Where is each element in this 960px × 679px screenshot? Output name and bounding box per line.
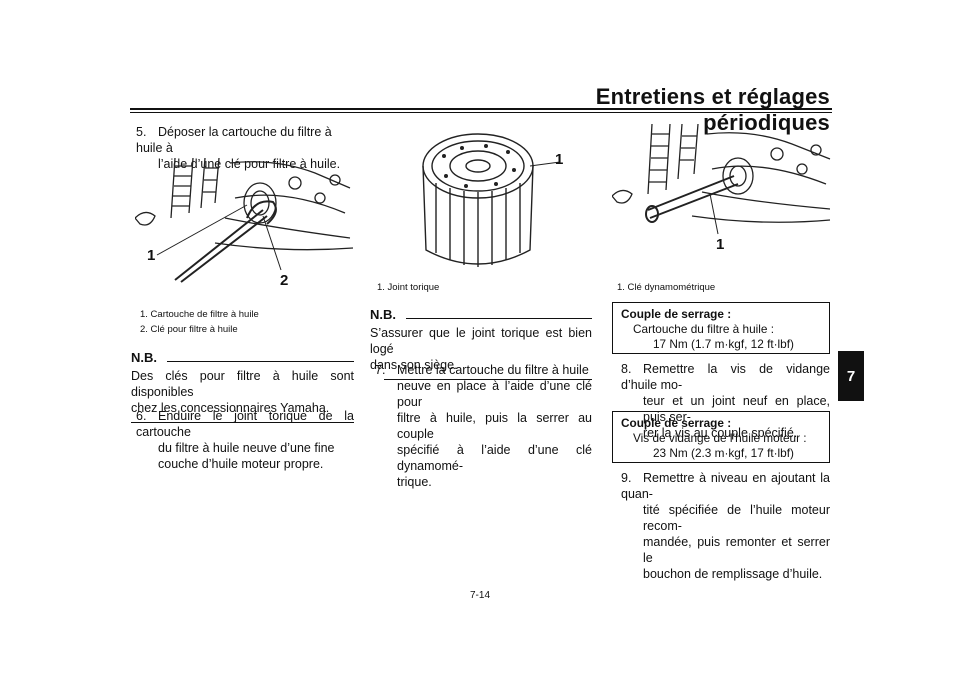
- torque-item: Cartouche du filtre à huile :: [633, 322, 774, 336]
- step-text: neuve en place à l’aide d’une clé pour: [397, 379, 592, 409]
- step-text: Déposer la cartouche du filtre à huile à: [136, 125, 332, 155]
- caption-item: 1. Cartouche de filtre à huile: [140, 309, 259, 320]
- step-text: couche d’huile moteur propre.: [158, 457, 324, 471]
- header-rule-thin: [130, 112, 832, 113]
- oil-filter-cartridge-illustration: [422, 133, 561, 267]
- figure-captions: 1. Cartouche de filtre à huile 2. Clé po…: [140, 307, 355, 337]
- note-title: N.B.: [131, 350, 157, 365]
- note-block: N.B. Des clés pour filtre à huile sont d…: [131, 350, 354, 423]
- step-text: bouchon de remplissage d’huile.: [643, 567, 823, 581]
- chapter-tab: 7: [838, 351, 864, 401]
- figure-callout-1: 1: [716, 236, 725, 253]
- step-5: 5.Déposer la cartouche du filtre à huile…: [136, 124, 354, 172]
- step-8: 8.Remettre la vis de vidange d’huile mo-…: [621, 361, 830, 441]
- page-title: Entretiens et réglages périodiques: [595, 84, 830, 135]
- oil-filter-wrench-illustration: [135, 158, 354, 283]
- step-9: 9.Remettre à niveau en ajoutant la quan-…: [621, 470, 830, 582]
- figure-callout-1: 1: [555, 151, 564, 168]
- step-number: 5.: [136, 125, 147, 139]
- figure-captions: 1. Clé dynamométrique: [617, 280, 832, 295]
- figure-callout-1: 1: [147, 247, 156, 264]
- note-text: S’assurer que le joint torique est bien …: [370, 326, 592, 356]
- step-7: 7.Mettre la cartouche du filtre à huile …: [375, 362, 592, 490]
- torque-wrench-illustration: [612, 124, 831, 235]
- torque-value: 17 Nm (1.7 m·kgf, 12 ft·lbf): [653, 337, 794, 351]
- step-number: 9.: [621, 471, 632, 485]
- step-text: tité spécifiée de l’huile moteur recom-: [643, 503, 830, 533]
- note-rule-bottom: [131, 422, 354, 423]
- torque-spec-box: Couple de serrage : Vis de vidange de l’…: [612, 411, 830, 463]
- torque-item: Vis de vidange de l’huile moteur :: [633, 431, 807, 445]
- note-rule: [167, 361, 354, 362]
- figure-callout-2: 2: [280, 272, 289, 289]
- torque-value: 23 Nm (2.3 m·kgf, 17 ft·lbf): [653, 446, 794, 460]
- step-text: mandée, puis remonter et serrer le: [643, 535, 830, 565]
- caption-item: 2. Clé pour filtre à huile: [140, 324, 238, 335]
- note-text: dans son siège.: [370, 358, 458, 372]
- header-rule: [130, 108, 832, 110]
- note-text: Des clés pour filtre à huile sont dispon…: [131, 369, 354, 399]
- step-text: filtre à huile, puis la serrer au couple: [397, 411, 592, 441]
- step-text: l’aide d’une clé pour filtre à huile.: [158, 157, 341, 171]
- step-number: 8.: [621, 362, 632, 376]
- step-number: 7.: [375, 363, 386, 377]
- step-text: Enduire le joint torique de la cartouche: [136, 409, 354, 439]
- step-text: trique.: [397, 475, 432, 489]
- note-text: chez les concessionnaires Yamaha.: [131, 401, 330, 415]
- step-text: spécifié à l’aide d’une clé dynamomé-: [397, 443, 592, 473]
- step-text: Remettre la vis de vidange d’huile mo-: [621, 362, 830, 392]
- step-text: Remettre à niveau en ajoutant la quan-: [621, 471, 830, 501]
- step-number: 6.: [136, 409, 147, 423]
- caption-item: 1. Clé dynamométrique: [617, 282, 716, 293]
- step-text: rer la vis au couple spécifié.: [643, 426, 798, 440]
- note-rule: [406, 318, 592, 319]
- caption-item: 1. Joint torique: [377, 282, 440, 293]
- step-6: 6.Enduire le joint torique de la cartouc…: [136, 408, 354, 472]
- note-rule-bottom: [384, 379, 592, 380]
- step-text: teur et un joint neuf en place, puis ser…: [643, 394, 830, 424]
- step-text: du filtre à huile neuve d’une fine: [158, 441, 335, 455]
- torque-spec-box: Couple de serrage : Cartouche du filtre …: [612, 302, 830, 354]
- torque-title: Couple de serrage :: [621, 416, 732, 430]
- page-number: 7-14: [469, 590, 490, 601]
- note-title: N.B.: [370, 307, 396, 322]
- torque-title: Couple de serrage :: [621, 307, 732, 321]
- step-text: Mettre la cartouche du filtre à huile: [397, 363, 589, 377]
- note-block: N.B. S’assurer que le joint torique est …: [370, 307, 592, 380]
- figure-captions: 1. Joint torique: [377, 280, 592, 295]
